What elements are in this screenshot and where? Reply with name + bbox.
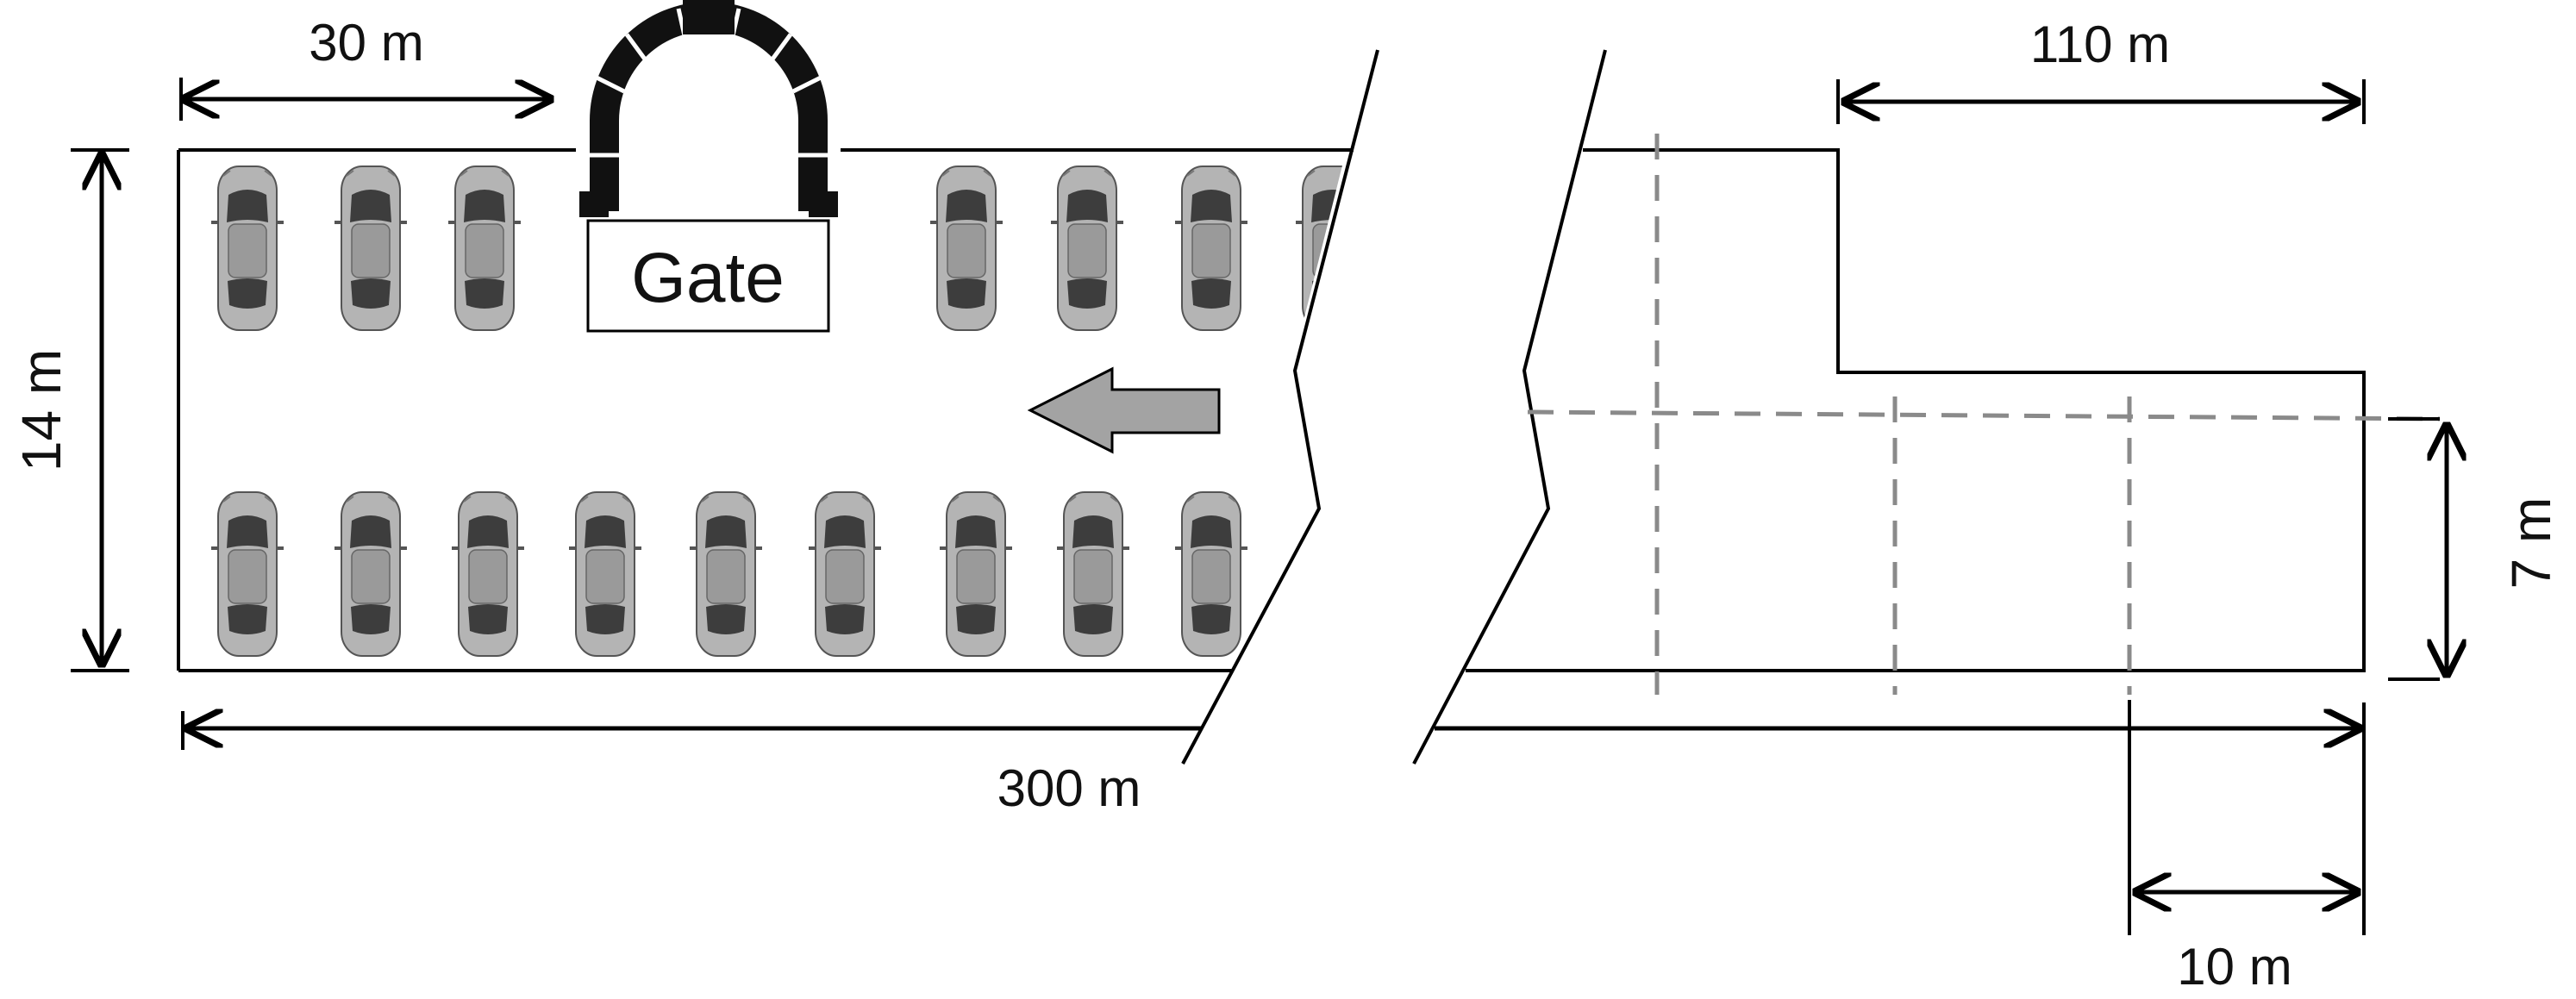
break-line-right [1412,49,1607,765]
car-icon [209,165,285,332]
dimension-label-30m: 30 m [309,14,423,72]
car-icon [688,490,764,658]
parking-slot-dashes [1527,134,2441,695]
car-icon [938,490,1014,658]
stone-arch-icon [590,2,828,211]
dimension-7m: 7 m [2388,417,2562,681]
car-icon [928,165,1004,332]
dimension-10m: 10 m [2128,700,2366,996]
car-icon [1294,165,1345,332]
dimension-label-7m: 7 m [2500,497,2562,590]
car-icon [209,490,285,658]
car-icon [1049,165,1125,332]
dimension-300m: 300 m [181,702,2366,817]
dimension-110m: 110 m [1836,16,2366,124]
left-arrow-icon [1027,366,1221,454]
car-icon [1173,165,1249,332]
dimension-label-300m: 300 m [997,759,1141,817]
car-icon [450,490,526,658]
car-icon [567,490,643,658]
break-line-left [1181,49,1379,765]
car-icon [447,165,522,332]
dimension-label-14m: 14 m [10,349,72,471]
left-lot-section [177,49,1379,765]
gate-sign-box [586,219,830,333]
car-icon [1173,490,1249,658]
gate-sign: Gate [586,219,830,333]
dimension-label-110m: 110 m [2030,16,2170,73]
car-icon [333,165,409,332]
right-lot-section [1412,49,2366,765]
car-icon [1055,490,1131,658]
dimension-label-10m: 10 m [2177,938,2292,996]
car-icon [333,490,409,658]
right-lot-outline [1466,148,2366,672]
dimension-30m: 30 m [179,14,550,121]
bottom-row-cars [209,490,1249,658]
dimension-14m: 14 m [10,148,129,672]
car-icon [807,490,883,658]
gate-label: Gate [631,239,785,317]
gate-arch [579,0,838,217]
